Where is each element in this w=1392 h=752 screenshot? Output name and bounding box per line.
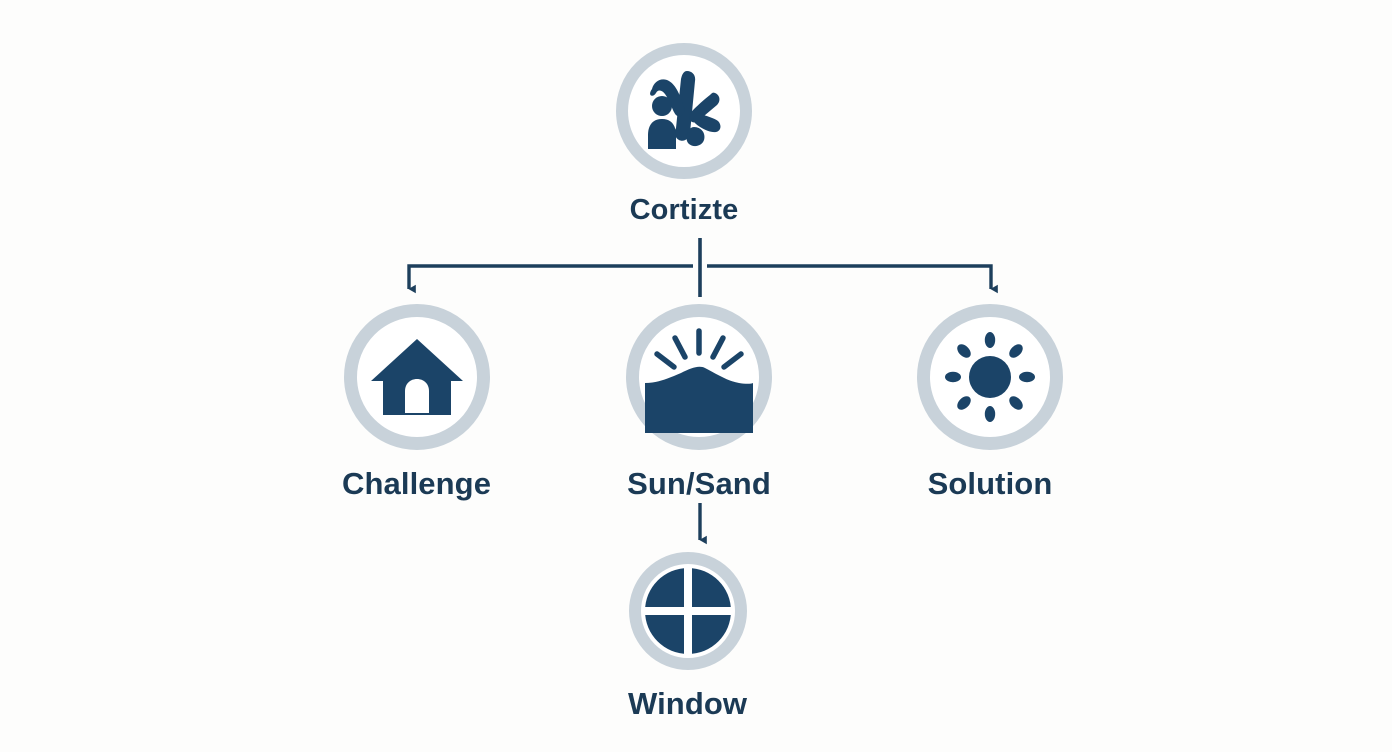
connector-root-to-solution (707, 264, 998, 294)
node-cortizte-circle (616, 43, 752, 179)
round-window-icon (642, 566, 733, 656)
node-challenge-label: Challenge (342, 466, 492, 501)
connector-root-to-challenge (407, 264, 693, 294)
node-window-label: Window (628, 686, 748, 721)
node-solution-label: Solution (927, 466, 1053, 501)
node-solution-circle (917, 304, 1063, 450)
sun-over-dune-icon (645, 328, 753, 433)
node-challenge[interactable]: Challenge (342, 304, 491, 502)
node-window[interactable]: Window (628, 552, 747, 722)
node-challenge-circle (343, 304, 490, 450)
node-solution[interactable]: Solution (917, 304, 1063, 502)
node-cortizte[interactable]: Cortizte (616, 43, 752, 227)
node-sunsand-label: Sun/Sand (627, 466, 771, 501)
house-icon (370, 339, 463, 415)
node-sunsand[interactable]: Sun/Sand (626, 304, 772, 502)
plant-person-icon (648, 71, 721, 149)
node-sunsand-circle (626, 304, 772, 450)
sun-icon (945, 332, 1035, 422)
node-cortizte-label: Cortizte (629, 194, 739, 226)
node-window-circle (628, 552, 747, 670)
